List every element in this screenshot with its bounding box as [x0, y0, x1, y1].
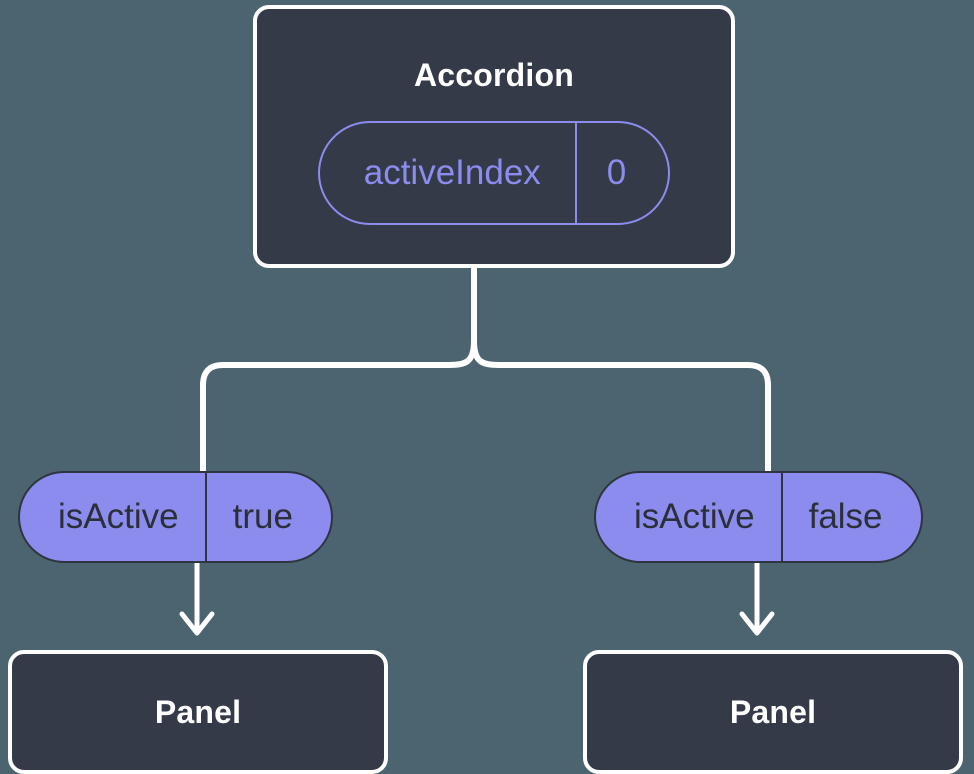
panel-component-box-right[interactable]: Panel — [583, 650, 963, 774]
panel-branch-right-prop-pill[interactable]: isActive false — [594, 471, 923, 563]
panel-title-right: Panel — [729, 694, 817, 730]
fork-splitter-left — [200, 338, 477, 474]
arrow-head-left — [179, 611, 215, 636]
arrow-head-right — [739, 611, 775, 636]
panel-branch-left-prop-value: true — [204, 473, 331, 561]
accordion-title: Accordion — [413, 57, 575, 93]
accordion-state-key: activeIndex — [363, 153, 541, 192]
accordion-component-box[interactable]: Accordion activeIndex 0 — [253, 5, 735, 268]
accordion-state-pill[interactable]: activeIndex 0 — [317, 121, 671, 225]
panel-title-left: Panel — [154, 694, 242, 730]
panel-branch-right-prop-key: isActive — [634, 497, 755, 536]
panel-component-box-left[interactable]: Panel — [8, 650, 388, 774]
panel-branch-left-prop-key: isActive — [58, 497, 179, 536]
panel-branch-left-prop-pill[interactable]: isActive true — [18, 471, 333, 563]
panel-branch-right-prop-value: false — [780, 473, 921, 561]
fork-splitter-right — [471, 338, 771, 474]
accordion-state-value: 0 — [574, 123, 668, 223]
